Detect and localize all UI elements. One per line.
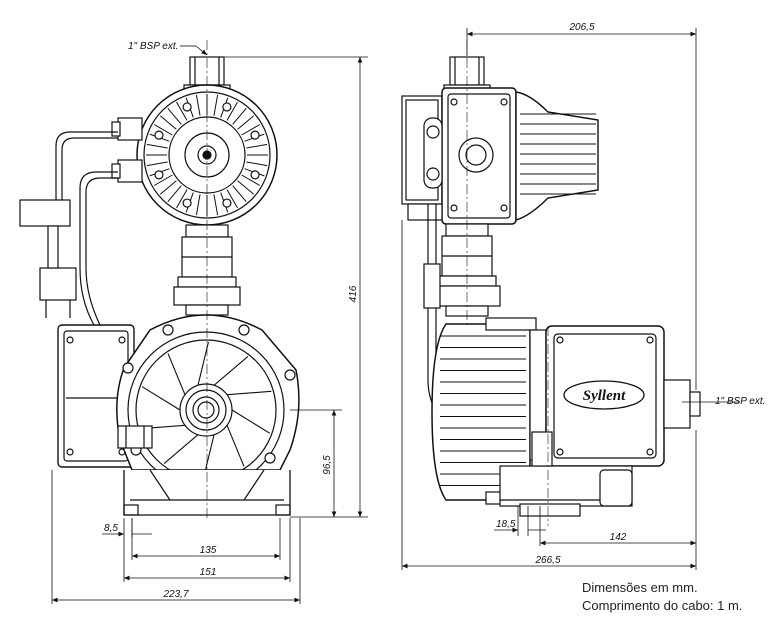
- dial-bolt: [182, 102, 192, 112]
- dial-fin: [226, 189, 238, 209]
- dial-fin: [232, 185, 247, 203]
- dim-151: 151: [200, 567, 217, 578]
- pump-volute: [116, 314, 300, 489]
- dim-142: 142: [610, 532, 627, 543]
- dial-fin: [153, 124, 173, 136]
- label-bsp-front: 1" BSP ext.: [128, 41, 178, 52]
- volute-spoke: [226, 425, 245, 467]
- label-bsp-side: 1" BSP ext.: [715, 396, 765, 407]
- dim-18-5: 18,5: [496, 519, 516, 530]
- dial-fin: [246, 143, 268, 149]
- volute-spoke: [226, 390, 272, 396]
- side-pressure-switch: [401, 87, 599, 225]
- dial-fin: [176, 101, 188, 121]
- cable-glands: [111, 117, 143, 183]
- side-pump-housing: [431, 317, 537, 505]
- dial-fin: [246, 161, 268, 167]
- dial-fin: [241, 124, 261, 136]
- dial-fin: [241, 174, 261, 186]
- side-base: [499, 431, 633, 517]
- dial-fin: [195, 94, 201, 116]
- dial-bolt: [222, 198, 232, 208]
- volute-bolt: [264, 452, 276, 464]
- volute-bolt: [122, 362, 134, 374]
- note-cable-length: Comprimento do cabo: 1 m.: [582, 598, 743, 613]
- dial-fin: [237, 180, 255, 195]
- brand-logo: Syllent: [583, 388, 626, 404]
- volute-spoke: [163, 434, 199, 464]
- note-units: Dimensões em mm.: [582, 580, 698, 595]
- dim-416: 416: [348, 285, 359, 302]
- side-motor-box: [529, 325, 701, 467]
- volute-spoke: [167, 353, 186, 395]
- side-dimensions: [401, 28, 740, 570]
- dial-fin: [213, 194, 219, 216]
- volute-bolt: [162, 324, 174, 336]
- dial-fin: [232, 107, 247, 125]
- dial-fin: [146, 143, 168, 149]
- volute-spoke: [213, 356, 249, 386]
- dial-fin: [167, 107, 182, 125]
- dim-96-5: 96,5: [322, 455, 333, 475]
- volute-bolt: [284, 369, 296, 381]
- dial-fin: [237, 115, 255, 130]
- dim-266-5: 266,5: [534, 555, 560, 566]
- dim-223-7: 223,7: [162, 589, 188, 600]
- dial-fin: [195, 194, 201, 216]
- volute-spoke: [197, 341, 209, 386]
- power-cable: [19, 131, 118, 326]
- volute-spoke: [231, 409, 271, 434]
- dial-fin: [226, 101, 238, 121]
- dial-bolt: [250, 130, 260, 140]
- dial-bolt: [182, 198, 192, 208]
- dial-fin: [146, 161, 168, 167]
- volute-bolt: [238, 324, 250, 336]
- dial-fin: [159, 115, 177, 130]
- dial-bolt: [250, 170, 260, 180]
- dim-8-5: 8,5: [104, 523, 118, 534]
- dim-206-5: 206,5: [568, 22, 594, 33]
- side-view: [401, 56, 701, 517]
- front-inlet-fitting: [117, 425, 153, 449]
- front-dimensions: [51, 40, 368, 604]
- volute-spoke: [141, 386, 181, 411]
- dial-bolt: [154, 130, 164, 140]
- dial-fin: [176, 189, 188, 209]
- dim-135: 135: [200, 545, 217, 556]
- dial-fin: [167, 185, 182, 203]
- dial-fin: [213, 94, 219, 116]
- dial-fin: [153, 174, 173, 186]
- dial-bolt: [222, 102, 232, 112]
- dial-bolt: [154, 170, 164, 180]
- dial-fin: [159, 180, 177, 195]
- front-view: [19, 56, 300, 516]
